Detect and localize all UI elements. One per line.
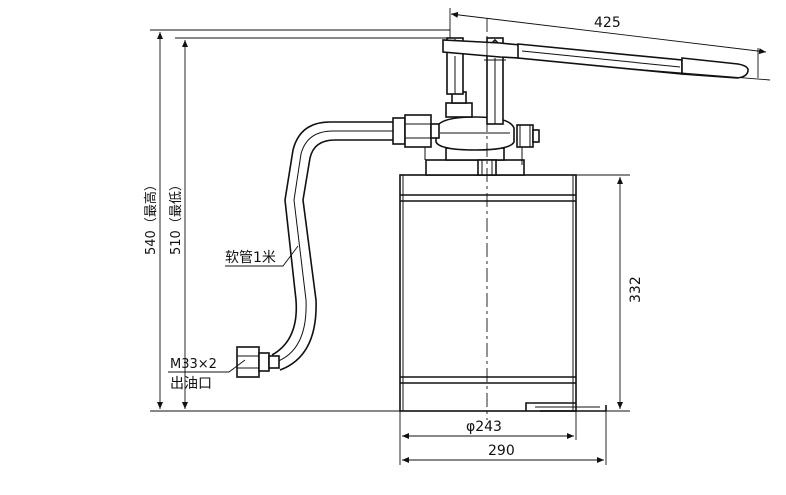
- hose-label: 软管1米: [225, 250, 276, 266]
- pump-head: [425, 91, 540, 176]
- dim-tank-height-label: 332: [628, 276, 644, 303]
- dim-tank-height: [576, 174, 630, 412]
- dim-lever: [449, 8, 771, 81]
- outlet-fitting: [236, 346, 280, 378]
- dim-height: [150, 29, 450, 412]
- dim-height-min: 510（最低）: [169, 178, 184, 255]
- dim-height-max: 540（最高）: [143, 178, 159, 255]
- outlet-label: 出油口: [170, 376, 212, 392]
- dim-bottom: [399, 411, 607, 465]
- dim-diameter-label: φ243: [466, 419, 502, 435]
- tank: [399, 174, 577, 412]
- thread-label: M33×2: [170, 357, 217, 372]
- hose-leader: [225, 245, 299, 267]
- hose: [271, 121, 395, 371]
- outlet-leader: [168, 359, 246, 373]
- base-plate: [525, 402, 607, 412]
- dim-lever-label: 425: [594, 15, 621, 31]
- upper-fitting: [392, 114, 440, 160]
- dim-base-width-label: 290: [488, 443, 515, 459]
